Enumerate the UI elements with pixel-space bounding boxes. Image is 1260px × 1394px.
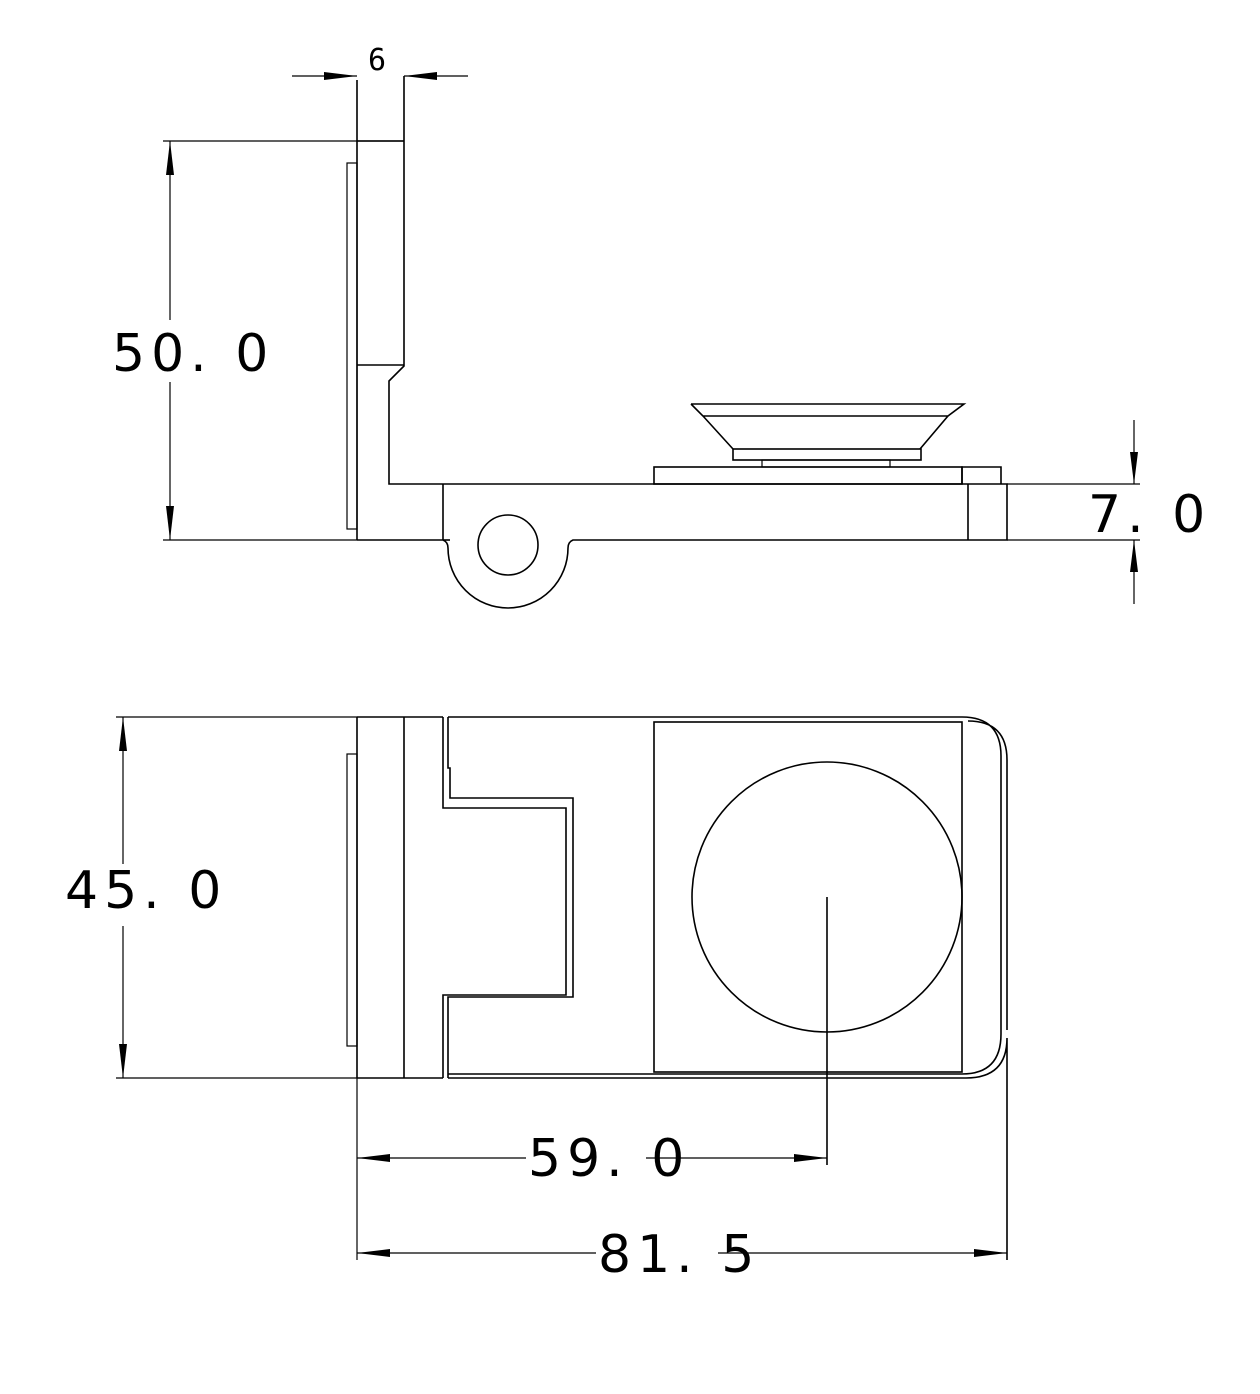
dim-thickness: 7. 0 [1007,420,1211,604]
cup-neck [732,448,922,461]
cup-square [653,721,963,1073]
hinge-hole [477,514,539,576]
dim-gap: 6 [292,43,468,80]
dim-length-label: 81. 5 [598,1225,760,1285]
dim-center-label: 59. 0 [528,1129,690,1189]
top-view [346,716,1008,1260]
dim-thickness-label: 7. 0 [1088,485,1211,545]
side-view [346,76,1008,609]
cup-base [653,466,963,485]
cup-bowl [690,403,967,450]
top-body-outline [448,716,1008,1260]
top-plate [356,716,443,1079]
dim-height-label: 50. 0 [112,324,274,384]
dim-width-label: 45. 0 [65,861,227,921]
dim-gap-label: 6 [368,43,386,78]
end-block [961,466,1002,540]
dim-center: 59. 0 [356,1078,827,1260]
plate-pad [346,162,358,530]
base-body [357,483,1008,609]
dim-length: 81. 5 [357,1225,1007,1285]
dim-width: 45. 0 [62,716,357,1079]
cup-stem [761,459,891,468]
vertical-plate [356,76,443,540]
hinge-leaf [442,717,574,1078]
top-plate-pad [346,753,358,1047]
dim-height: 50. 0 [110,140,404,541]
